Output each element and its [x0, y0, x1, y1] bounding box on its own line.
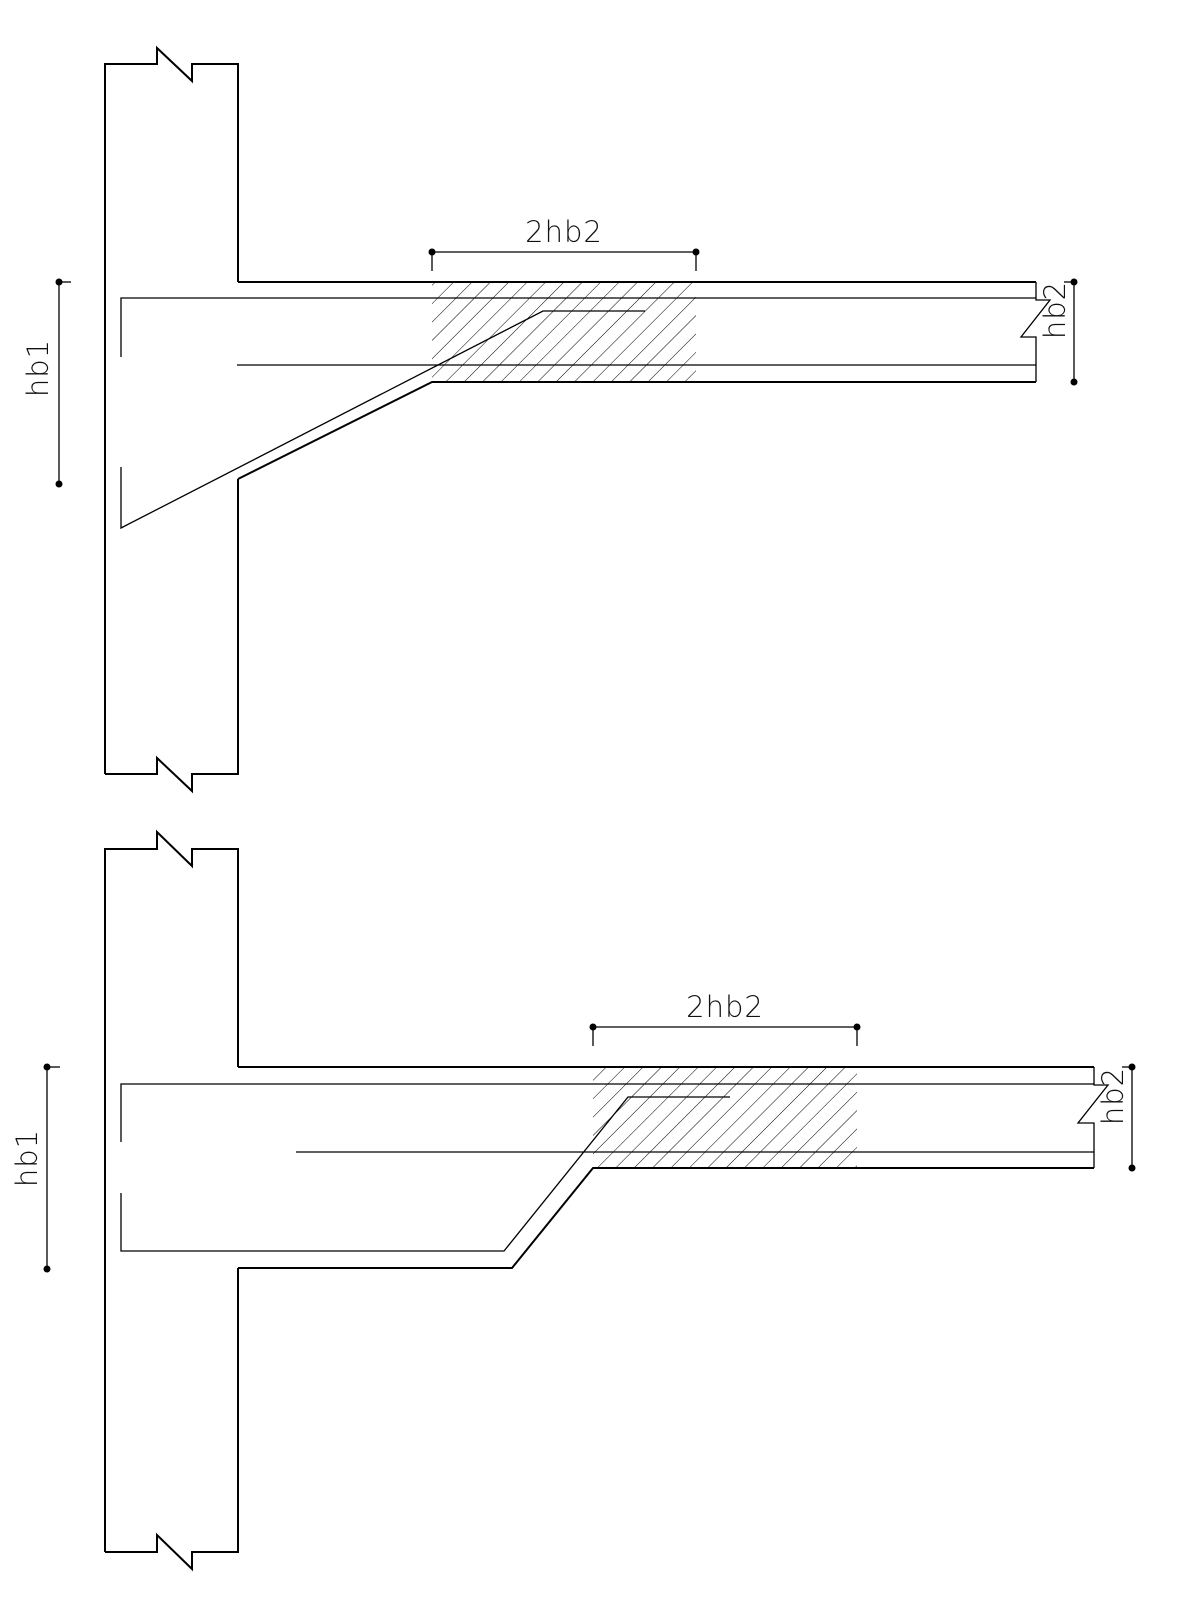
dimension-hb1: hb1 — [21, 278, 71, 488]
label-hb2: hb2 — [1038, 281, 1072, 339]
rebars — [120, 297, 1036, 530]
dimension-hb2: hb2 — [1038, 278, 1078, 386]
diagram-top: 2hb2 hb1 hb2 — [21, 45, 1078, 794]
beam-outline — [238, 1066, 1110, 1269]
column-outline — [104, 45, 239, 794]
label-2hb2: 2hb2 — [686, 990, 764, 1024]
diagram-bottom: 2hb2 hb1 hb2 — [10, 829, 1136, 1572]
dimension-hb2: hb2 — [1096, 1063, 1136, 1172]
break-symbol — [1076, 1067, 1110, 1168]
label-hb1: hb1 — [10, 1129, 44, 1187]
break-symbol — [1019, 282, 1052, 382]
label-2hb2: 2hb2 — [525, 215, 603, 249]
rebars — [120, 1083, 1094, 1252]
dimension-2hb2: 2hb2 — [589, 990, 861, 1046]
label-hb2: hb2 — [1096, 1067, 1130, 1125]
hatched-zone — [432, 282, 696, 382]
label-hb1: hb1 — [21, 339, 55, 397]
hatched-zone — [593, 1067, 857, 1168]
dimension-2hb2: 2hb2 — [428, 215, 700, 271]
dimension-hb1: hb1 — [10, 1063, 60, 1273]
beam-outline — [237, 281, 1052, 480]
column-outline — [104, 829, 239, 1572]
